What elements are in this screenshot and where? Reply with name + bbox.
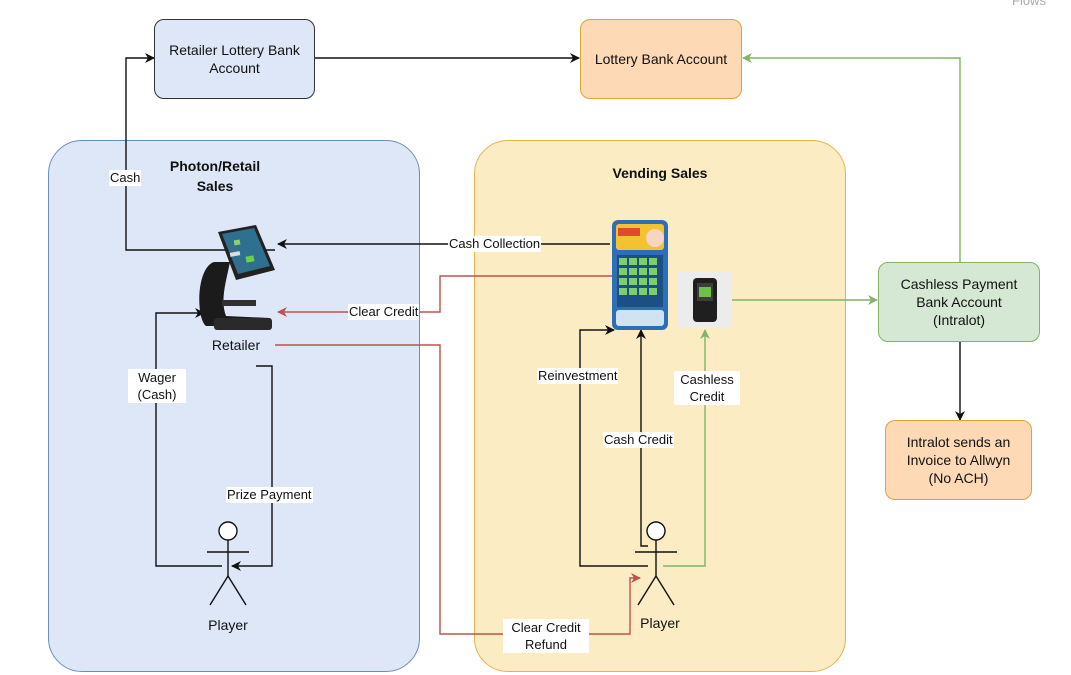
edge-wager [155,308,222,567]
vending-player-label: Player [640,615,680,631]
retail-sales-group [48,140,420,672]
edge-prize-payment [231,365,273,571]
cashless-credit-label: Cashless Credit [674,371,740,405]
intralot-invoice-label: Intralot sends an Invoice to Allwyn (No … [906,434,1011,486]
lottery-bank-account-label: Lottery Bank Account [594,51,728,67]
prize-payment-label: Prize Payment [226,487,313,503]
cashless-payment-bank-account-label: Cashless Payment Bank Account (Intralot) [900,276,1018,328]
edge-clear-credit [277,275,612,317]
retail-player-label: Player [208,617,248,633]
cash-credit-label: Cash Credit [603,432,674,448]
retail-player-actor [207,521,249,606]
intralot-invoice-node: Intralot sends an Invoice to Allwyn (No … [885,420,1032,500]
edge-cashless-credit [663,329,710,567]
vending-machine-icon [612,220,668,330]
retail-sales-title: Photon/Retail Sales [169,158,261,194]
retailer-lottery-bank-account-label: Retailer Lottery Bank Account [169,42,300,76]
vending-sales-title: Vending Sales [612,165,708,181]
edge-clear-credit-refund [275,344,641,635]
card-reader-icon [678,272,732,328]
cash-collection-label: Cash Collection [448,236,542,252]
edge-reinvestment [579,325,648,567]
edge-cash [125,53,275,251]
wager-label: Wager (Cash) [128,369,186,403]
edge-cash-credit [636,329,648,547]
clear-credit-refund-label: Clear Credit Refund [503,619,589,653]
reinvestment-label: Reinvestment [537,368,619,384]
cashless-payment-bank-account: Cashless Payment Bank Account (Intralot) [878,262,1040,342]
vending-player-actor [635,521,677,606]
retailer-label: Retailer [211,337,261,353]
edge-lottery-settlement [742,53,961,262]
retail-terminal-icon [199,225,275,330]
retailer-lottery-bank-account: Retailer Lottery Bank Account [154,19,315,99]
cash-label: Cash [109,170,142,186]
clear-credit-label: Clear Credit [348,304,420,320]
lottery-bank-account: Lottery Bank Account [580,19,742,99]
corner-caption: Flows [1012,0,1046,8]
